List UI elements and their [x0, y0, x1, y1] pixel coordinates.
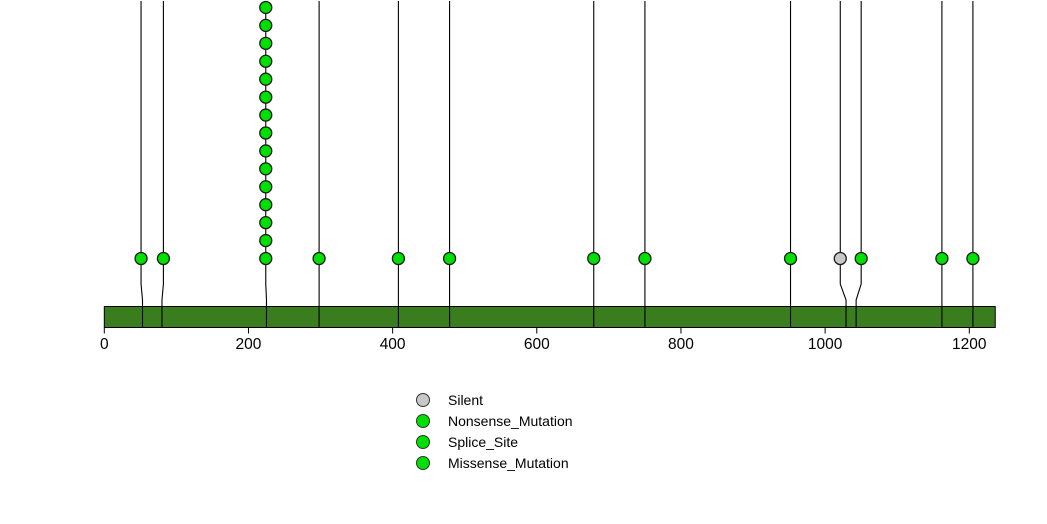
mutation-circle — [259, 215, 273, 230]
legend-item-label: Splice_Site — [448, 433, 519, 450]
axis-tick-label: 0 — [100, 336, 109, 353]
mutation-circle — [587, 251, 601, 266]
mutation-circle — [259, 54, 273, 68]
mutation-circle — [259, 0, 273, 15]
legend-item-label: Missense_Mutation — [448, 454, 569, 471]
axis-tick-label: 600 — [524, 336, 550, 353]
legend: Silent Nonsense_Mutation Splice_Site Mis… — [416, 389, 573, 473]
mutation-circle — [259, 108, 273, 122]
legend-item-label: Nonsense_Mutation — [448, 412, 573, 429]
axis-tick-label: 1200 — [952, 336, 987, 353]
legend-item-label: Silent — [448, 391, 484, 408]
mutation-circle — [259, 251, 273, 266]
legend-item-nonsense-mutation: Nonsense_Mutation — [416, 410, 573, 431]
mutation-circle — [259, 233, 273, 248]
axis-tick-label: 400 — [380, 336, 406, 353]
mutation-circle — [259, 36, 273, 50]
mutation-circle — [259, 72, 273, 86]
mutation-circle — [259, 90, 273, 104]
axis-tick-label: 1000 — [808, 336, 843, 353]
legend-item-missense-mutation: Missense_Mutation — [416, 452, 573, 473]
lollipop-stem — [265, 1, 268, 328]
mutation-circle — [259, 180, 273, 194]
mutation-circle — [783, 251, 798, 266]
mutation-circle — [638, 251, 652, 266]
legend-item-splice-site: Splice_Site — [416, 431, 573, 452]
mutation-circle — [259, 126, 273, 140]
mutation-circle — [259, 162, 273, 176]
legend-item-silent: Silent — [416, 389, 573, 410]
lollipop-stem — [839, 1, 847, 328]
mutation-circle — [854, 251, 868, 266]
mutation-circle — [966, 251, 980, 266]
mutation-circle — [156, 251, 171, 266]
splice-site-marker-icon — [416, 434, 430, 449]
nonsense-mutation-marker-icon — [416, 413, 430, 428]
lollipop-stem — [855, 1, 862, 328]
silent-marker-icon — [416, 392, 430, 407]
missense-mutation-marker-icon — [416, 455, 430, 470]
mutation-circle — [134, 251, 148, 266]
lollipop-stem — [140, 1, 144, 328]
mutation-circle — [442, 251, 457, 266]
mutation-circle — [833, 251, 847, 266]
mutation-circle — [391, 251, 406, 266]
protein-backbone-bar — [103, 306, 996, 328]
mutation-circle — [312, 251, 326, 266]
mutation-circle — [259, 198, 273, 212]
lollipop-stem — [161, 1, 164, 328]
mutation-circle — [935, 251, 949, 266]
mutation-circle — [259, 18, 273, 33]
axis-tick-label: 800 — [668, 336, 694, 353]
axis-tick-label: 200 — [236, 336, 262, 353]
mutation-circle — [259, 144, 273, 158]
